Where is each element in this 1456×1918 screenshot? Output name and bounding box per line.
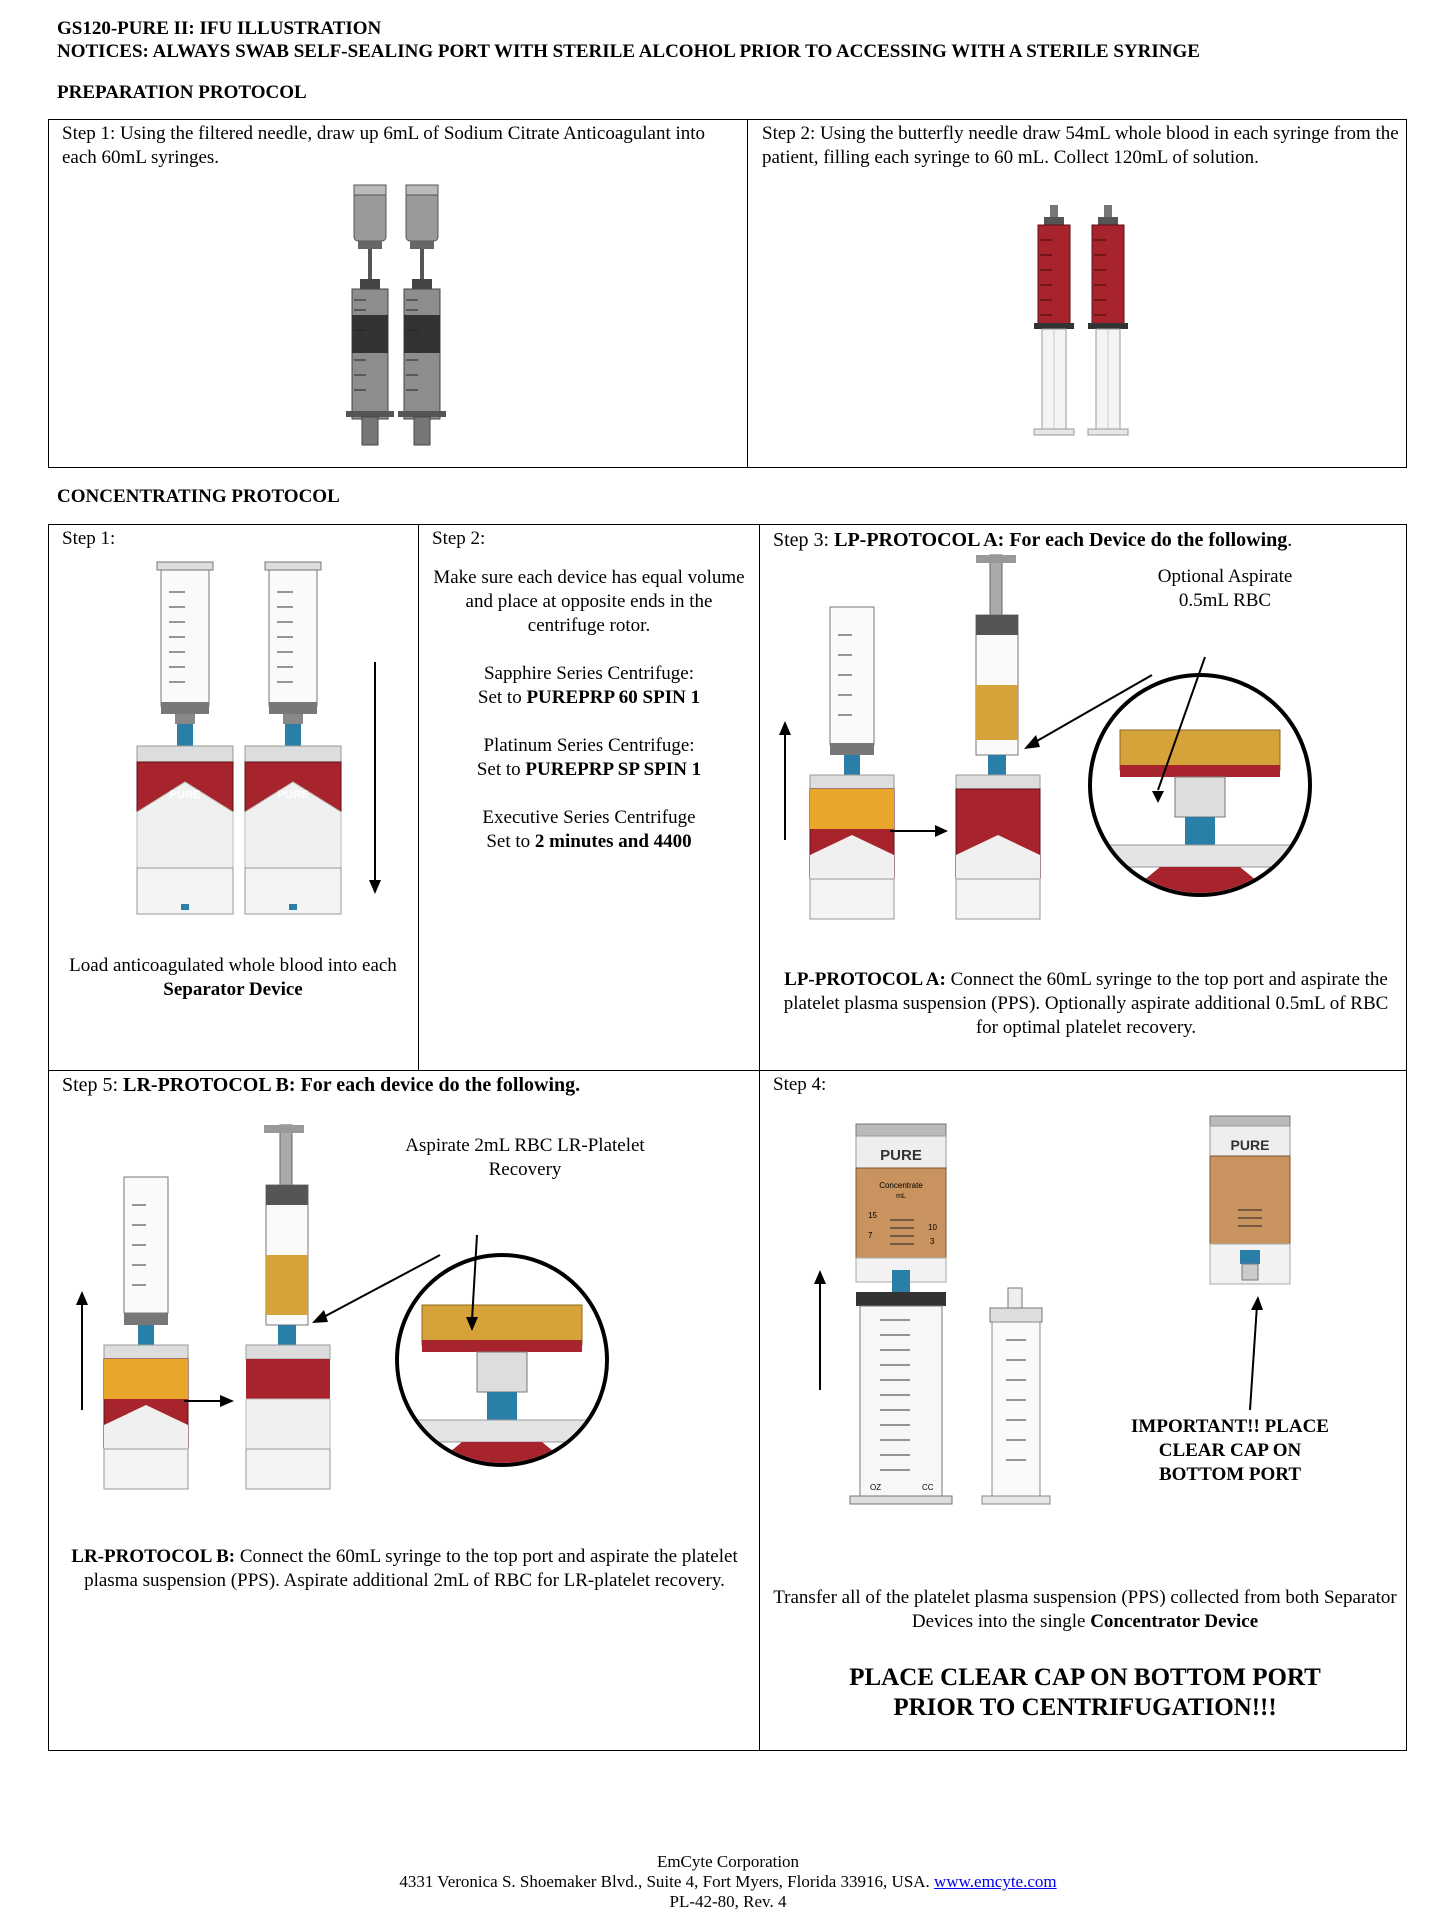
svg-text:PURE: PURE	[170, 789, 201, 801]
conc-step2-intro: Make sure each device has equal volume a…	[433, 567, 745, 636]
svg-text:mL: mL	[896, 1193, 906, 1200]
conc-step4-caption: Transfer all of the platelet plasma susp…	[773, 1587, 1397, 1632]
conc-step5-caption: LR-PROTOCOL B: Connect the 60mL syringe …	[71, 1546, 738, 1591]
platinum-setting: Platinum Series Centrifuge:Set to PUREPR…	[476, 735, 702, 780]
svg-text:7: 7	[868, 1231, 873, 1240]
company-name: EmCyte Corporation	[656, 1852, 800, 1871]
preparation-heading: PREPARATION PROTOCOL	[57, 82, 307, 103]
concentrating-heading: CONCENTRATING PROTOCOL	[57, 486, 340, 507]
conc-step5-label: Step 5: LR-PROTOCOL B: For each device d…	[62, 1074, 581, 1096]
conc-step1-label: Step 1:	[62, 528, 116, 549]
svg-text:OZ: OZ	[870, 1483, 881, 1492]
website-link[interactable]: www.emcyte.com	[934, 1872, 1057, 1891]
notice-text: NOTICES: ALWAYS SWAB SELF-SEALING PORT W…	[57, 41, 1200, 62]
step5-callout: Aspirate 2mL RBC LR-Platelet Recovery	[405, 1135, 645, 1180]
conc-step2-label: Step 2:	[432, 528, 486, 549]
svg-text:PURE: PURE	[1231, 1137, 1270, 1153]
prep-step1-text: Step 1: Using the filtered needle, draw …	[62, 123, 706, 168]
preparation-table	[48, 119, 1407, 468]
conc-step3-label: Step 3: LP-PROTOCOL A: For each Device d…	[773, 529, 1293, 551]
company-address: 4331 Veronica S. Shoemaker Blvd., Suite …	[399, 1872, 1057, 1891]
lp-protocol-illustration	[779, 554, 1312, 920]
document-code: PL-42-80, Rev. 4	[669, 1892, 787, 1911]
centrifugation-warning: PLACE CLEAR CAP ON BOTTOM PORT PRIOR TO …	[849, 1664, 1321, 1721]
prep-step2-text: Step 2: Using the butterfly needle draw …	[762, 123, 1399, 168]
blood-syringe-illustration	[1033, 204, 1129, 436]
concentrating-table	[48, 524, 1407, 1751]
concentrator-device-illustration: PURE Concentrate mL 7 15 10 3 OZ CC PURE	[814, 1115, 1291, 1505]
conc-step4-label: Step 4:	[773, 1074, 827, 1095]
svg-text:10: 10	[928, 1223, 937, 1232]
document-title: GS120-PURE II: IFU ILLUSTRATION	[57, 18, 382, 39]
important-notice: IMPORTANT!! PLACE CLEAR CAP ON BOTTOM PO…	[1131, 1416, 1329, 1485]
conc-step3-caption: LP-PROTOCOL A: Connect the 60mL syringe …	[783, 969, 1389, 1038]
step3-callout: Optional Aspirate 0.5mL RBC	[1157, 566, 1293, 611]
vial-syringe-illustration	[346, 184, 447, 446]
svg-text:Concentrate: Concentrate	[879, 1181, 923, 1190]
svg-text:CC: CC	[922, 1483, 934, 1492]
svg-text:15: 15	[868, 1211, 877, 1220]
footer: EmCyte Corporation 4331 Veronica S. Shoe…	[0, 1852, 1456, 1912]
svg-text:3: 3	[930, 1237, 935, 1246]
sapphire-setting: Sapphire Series Centrifuge:Set to PUREPR…	[477, 663, 701, 708]
svg-text:PURE: PURE	[880, 1147, 922, 1164]
separator-devices-illustration: PURE	[136, 561, 381, 915]
conc-step1-caption: Load anticoagulated whole blood into eac…	[69, 955, 397, 1000]
lr-protocol-illustration	[76, 1124, 609, 1490]
